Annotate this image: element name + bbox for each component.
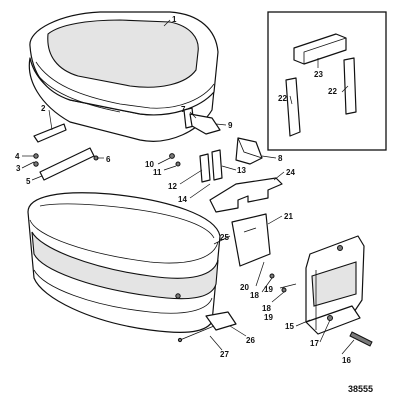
latch-assembly-left xyxy=(33,123,99,181)
callout-17: 17 xyxy=(310,339,319,348)
callout-1: 1 xyxy=(172,15,177,24)
callout-19b: 19 xyxy=(264,313,273,322)
bottom-cowl xyxy=(27,192,221,333)
callout-21: 21 xyxy=(284,212,293,221)
callout-16: 16 xyxy=(342,356,351,365)
leader-lines xyxy=(21,19,355,355)
plate-21 xyxy=(231,213,271,267)
drawing-number: 38555 xyxy=(348,384,373,394)
callout-19a: 19 xyxy=(264,285,273,294)
rear-bracket-assembly xyxy=(269,235,373,347)
callout-20: 20 xyxy=(240,283,249,292)
callout-22b: 22 xyxy=(328,87,337,96)
callout-10: 10 xyxy=(145,160,154,169)
callout-23: 23 xyxy=(314,70,323,79)
center-hardware xyxy=(169,113,263,183)
callout-2: 2 xyxy=(41,104,46,113)
callout-7: 7 xyxy=(181,105,186,114)
callout-15: 15 xyxy=(285,322,294,331)
lower-latch xyxy=(177,311,237,343)
callout-6: 6 xyxy=(106,155,111,164)
callout-labels: 1 2 3 4 5 6 7 8 9 10 11 12 13 14 15 16 1… xyxy=(15,15,351,365)
callout-8: 8 xyxy=(278,154,283,163)
callout-11: 11 xyxy=(153,168,162,177)
callout-27: 27 xyxy=(220,350,229,359)
callout-12: 12 xyxy=(168,182,177,191)
callout-3: 3 xyxy=(16,164,21,173)
callout-22a: 22 xyxy=(278,94,287,103)
bracket-24 xyxy=(209,177,283,213)
callout-9: 9 xyxy=(228,121,233,130)
callout-25: 25 xyxy=(220,233,229,242)
callout-24: 24 xyxy=(286,168,295,177)
callout-26: 26 xyxy=(246,336,255,345)
inset-panel xyxy=(267,11,387,151)
callout-18b: 18 xyxy=(262,304,271,313)
callout-4: 4 xyxy=(15,152,20,161)
callout-5: 5 xyxy=(26,177,31,186)
callout-13: 13 xyxy=(237,166,246,175)
top-cowl xyxy=(28,11,219,142)
callout-14: 14 xyxy=(178,195,187,204)
callout-18a: 18 xyxy=(250,291,259,300)
